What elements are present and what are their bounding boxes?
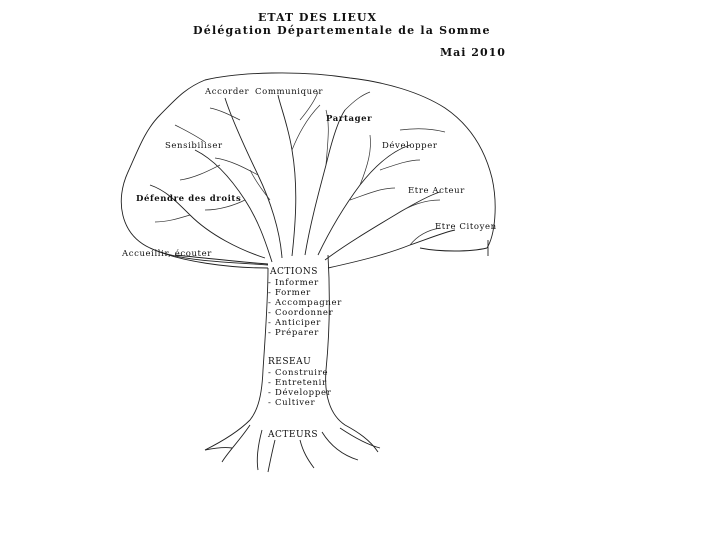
reseau-item: - Cultiver [268,399,315,408]
branch-communiquer: Communiquer [255,88,323,97]
branch-partager: Partager [326,115,372,124]
actions-item: - Coordonner [268,309,333,318]
reseau-item: - Développer [268,389,331,398]
branch-defendre: Défendre des droits [136,195,241,204]
branch-accueillir: Accueillir, écouter [122,250,212,259]
date-label: Mai 2010 [440,47,506,58]
branch-developper: Développer [382,142,438,151]
page-title: ETAT DES LIEUX [258,12,377,23]
branch-accorder: Accorder [205,88,249,97]
trunk-left [205,268,268,450]
reseau-item: - Entretenir [268,379,327,388]
reseau-item: - Construire [268,369,328,378]
branch-etre-acteur: Etre Acteur [408,187,465,196]
trunk-right [326,255,378,452]
actions-item: - Former [268,289,311,298]
acteurs-title: ACTEURS [268,431,318,440]
branch-sensibiliser: Sensibiliser [165,142,223,151]
branch-etre-citoyen: Etre Citoyen [435,223,497,232]
page-subtitle: Délégation Départementale de la Somme [193,25,491,36]
actions-item: - Accompagner [268,299,342,308]
actions-item: - Anticiper [268,319,321,328]
actions-title: ACTIONS [270,268,318,277]
actions-item: - Préparer [268,329,319,338]
actions-item: - Informer [268,279,319,288]
reseau-title: RESEAU [268,358,311,367]
